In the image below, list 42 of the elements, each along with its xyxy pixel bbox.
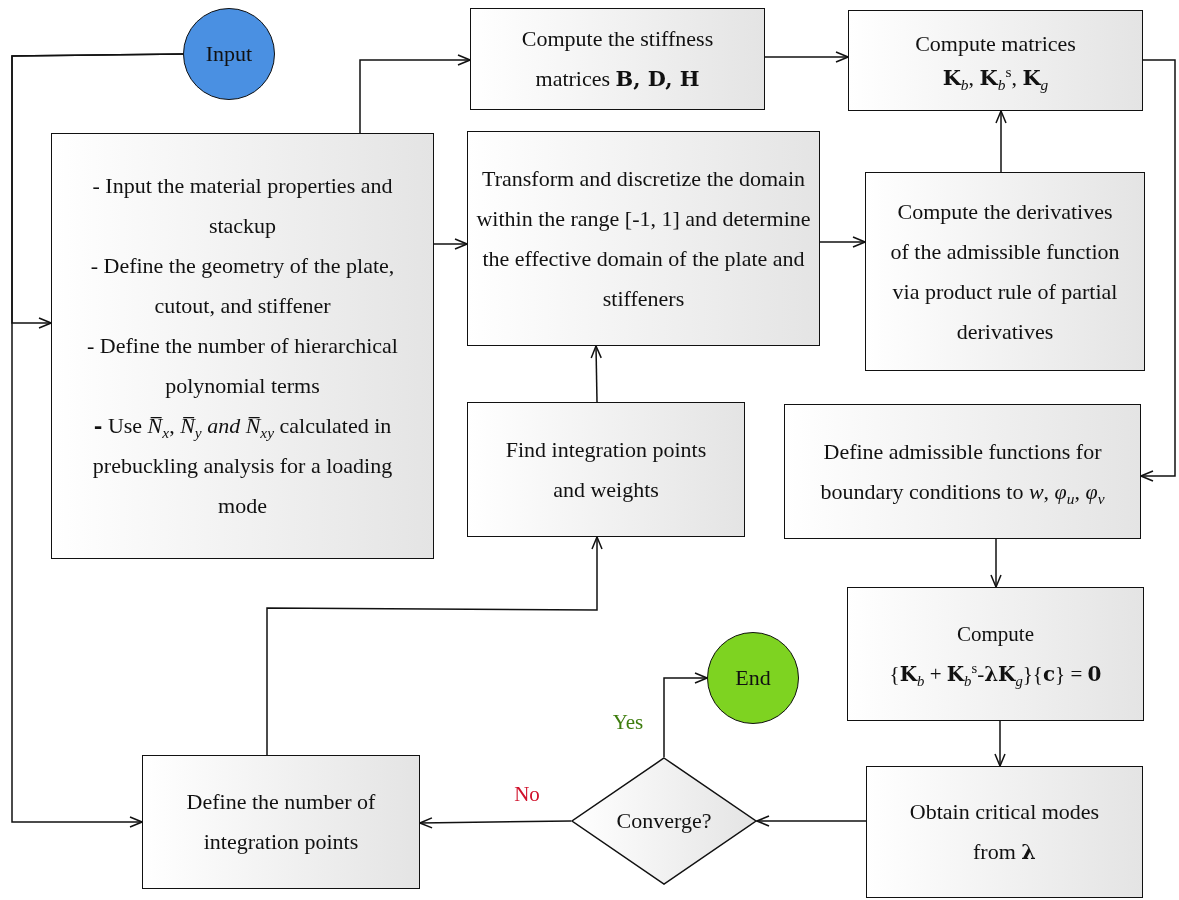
node-text: Compute the derivatives of the admissible function via product rule of partial derivatives (889, 197, 1121, 346)
process-box (470, 8, 765, 110)
arrow (590, 345, 602, 403)
arrow (359, 54, 471, 134)
node-text: Converge? (616, 807, 712, 835)
arrow (266, 536, 603, 756)
process-box (784, 404, 1141, 539)
node-text: Compute the stiffness matrices B, D, H (520, 25, 715, 93)
arrow (1140, 59, 1176, 482)
arrow (756, 815, 867, 827)
arrow (819, 236, 866, 248)
process-box (51, 133, 434, 559)
process-box (467, 131, 820, 346)
decision-diamond (571, 757, 757, 885)
process-box (848, 10, 1143, 111)
node-text: Compute (957, 621, 1034, 648)
arrow (764, 51, 849, 63)
node-text: Transform and discretize the domain within the range [-1, 1] and determine the effective domain of the plate and stiffeners (475, 164, 812, 313)
node-text: Define the number of integration points (185, 788, 377, 856)
node-text: Input (205, 40, 253, 68)
node-text: Define admissible functions for boundary conditions to w, φ$_{u}$, φ$_{v}$ (819, 437, 1106, 509)
node-text: K$_{b}$, K$_{b}$$^{s}$, K$_{g}$ (942, 61, 1049, 95)
process-box (865, 172, 1145, 371)
process-box (847, 587, 1144, 721)
process-box (467, 402, 745, 537)
process-box (866, 766, 1143, 898)
node-text: Find integration points and weights (504, 435, 708, 504)
node-text: End (735, 664, 771, 692)
arrow (994, 720, 1006, 767)
arrow (433, 238, 468, 250)
node-text: Obtain critical modes from λ (908, 798, 1101, 866)
arrow (990, 538, 1002, 588)
node-text: - Define the geometry of the plate, cutout, and stiffener (89, 252, 396, 320)
node-text: Compute matrices (915, 29, 1076, 58)
arrow (419, 817, 572, 829)
arrow (995, 110, 1007, 173)
node-text: - Use N̅$_{x}$, N̅$_{y}$ and N̅$_{xy}$ calculated in prebuckling analysis for a loading mode (91, 412, 394, 520)
node-text: {K$_{b}$ + K$_{b}$$^{s}$-λK$_{g}$}{c} = 0 (889, 659, 1102, 692)
arrow (11, 53, 184, 828)
node-text: - Input the material properties and stackup (91, 172, 394, 240)
process-box (142, 755, 420, 889)
arrow (663, 672, 708, 758)
